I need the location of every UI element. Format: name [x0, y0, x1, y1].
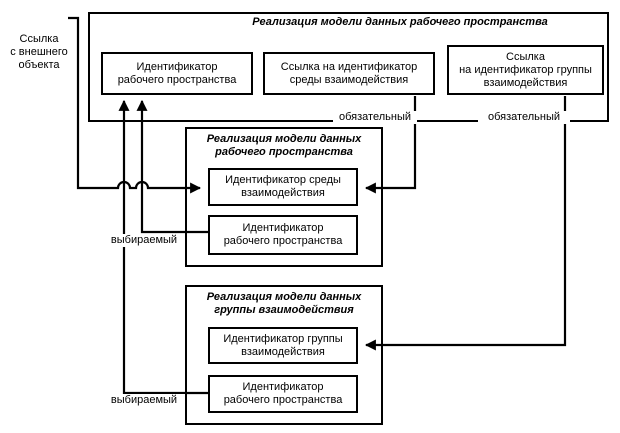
container-workspace-model-middle [185, 127, 383, 267]
drop-ref-group-to-bottom [364, 96, 567, 351]
entity-interaction-env-id[interactable]: Идентификатор среды взаимодействия [208, 168, 358, 206]
edge-label-selectable-middle: выбираемый [103, 234, 185, 247]
container-workspace-model-middle-title: Реализация модели данных рабочего простр… [206, 133, 362, 158]
entity-workspace-id-top-label: Идентификатор рабочего пространства [117, 60, 237, 86]
entity-interaction-group-id-label: Идентификатор группы взаимодействия [223, 332, 343, 358]
entity-workspace-id-bottom[interactable]: Идентификатор рабочего пространства [208, 375, 358, 413]
entity-ref-interaction-group-id[interactable]: Ссылка на идентификатор группы взаимодей… [447, 45, 604, 95]
entity-ref-interaction-env-id-label: Ссылка на идентификатор среды взаимодейс… [280, 60, 418, 86]
entity-interaction-env-id-label: Идентификатор среды взаимодействия [225, 174, 341, 199]
entity-workspace-id-bottom-label: Идентификатор рабочего пространства [223, 381, 343, 406]
container-interaction-group-model [185, 285, 383, 425]
entity-workspace-id-middle[interactable]: Идентификатор рабочего пространства [208, 215, 358, 255]
container-workspace-model-title: Реализация модели данных рабочего простр… [252, 16, 548, 28]
external-object-label: Ссылка с внешнего объекта [10, 33, 68, 71]
entity-workspace-id-top[interactable]: Идентификатор рабочего пространства [101, 52, 253, 95]
entity-ref-interaction-env-id[interactable]: Ссылка на идентификатор среды взаимодейс… [263, 52, 435, 95]
entity-ref-interaction-group-id-label: Ссылка на идентификатор группы взаимодей… [459, 50, 592, 89]
entity-workspace-id-middle-label: Идентификатор рабочего пространства [223, 222, 343, 247]
entity-interaction-group-id[interactable]: Идентификатор группы взаимодействия [208, 327, 358, 364]
edge-label-selectable-bottom: выбираемый [103, 394, 185, 407]
container-interaction-group-model-title: Реализация модели данных группы взаимоде… [206, 291, 362, 316]
edge-label-mandatory-group: обязательный [478, 111, 570, 124]
edge-label-mandatory-env: обязательный [333, 111, 417, 124]
